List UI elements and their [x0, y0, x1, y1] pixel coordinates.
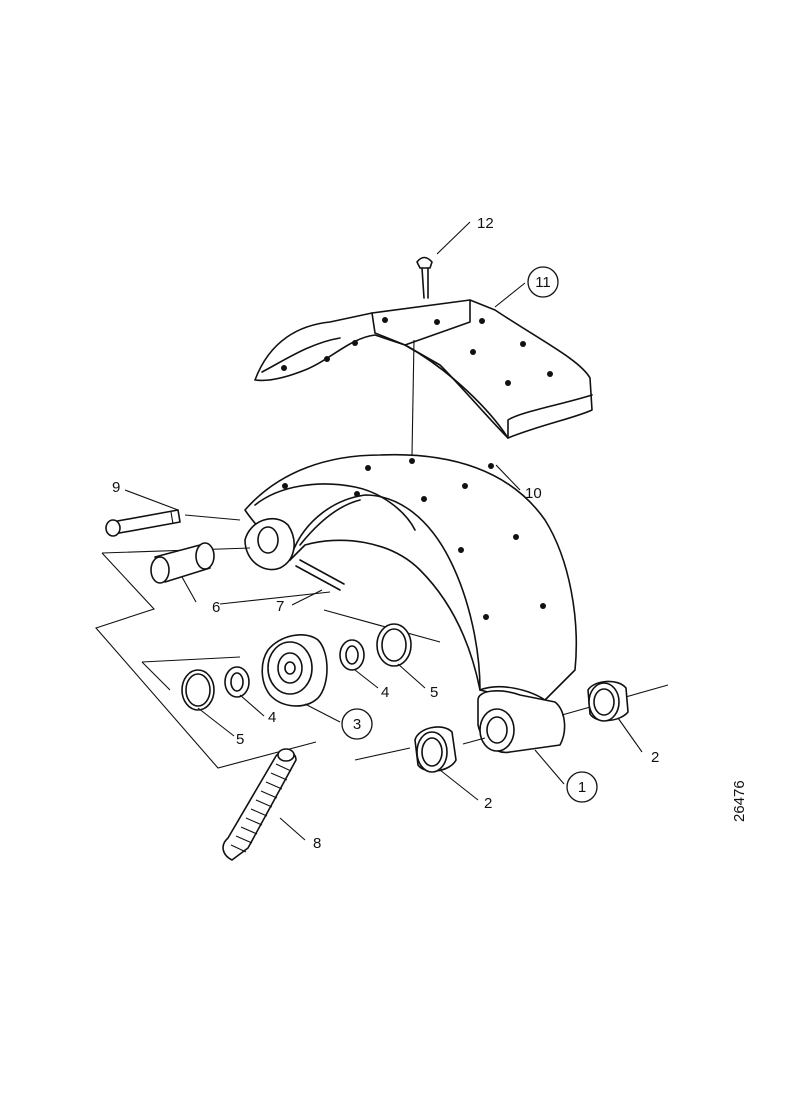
callout-6: 6 — [212, 599, 220, 616]
callout-8: 8 — [313, 835, 321, 852]
roller-part — [261, 634, 328, 707]
svg-text:3: 3 — [353, 716, 361, 733]
svg-text:4: 4 — [381, 684, 389, 701]
callout-2-right: 2 — [651, 749, 659, 766]
callout-10: 10 — [525, 485, 542, 502]
callout-1: 1 — [566, 771, 598, 803]
callout-5-left: 5 — [236, 731, 244, 748]
callout-2-left: 2 — [484, 795, 492, 812]
leader-lines — [124, 221, 643, 841]
callout-12: 12 — [477, 215, 494, 232]
svg-text:10: 10 — [525, 485, 542, 502]
callout-11: 11 — [527, 266, 559, 298]
svg-text:2: 2 — [484, 795, 492, 812]
brake-shoe-part — [244, 453, 578, 754]
pin-part — [105, 509, 181, 537]
anchor-bushings-parts — [414, 680, 629, 773]
svg-text:5: 5 — [430, 684, 438, 701]
callout-9: 9 — [112, 479, 120, 496]
callout-5-right: 5 — [430, 684, 438, 701]
svg-text:2: 2 — [651, 749, 659, 766]
svg-text:1: 1 — [578, 779, 586, 796]
callout-3: 3 — [341, 708, 373, 740]
svg-text:6: 6 — [212, 599, 220, 616]
key-part — [295, 559, 345, 591]
return-spring-part — [222, 748, 297, 861]
svg-text:12: 12 — [477, 215, 494, 232]
svg-text:9: 9 — [112, 479, 120, 496]
callout-4-left: 4 — [268, 709, 276, 726]
rings-parts — [181, 623, 412, 711]
rivet-part — [411, 256, 433, 456]
assembly-plane-outline — [95, 514, 669, 769]
svg-text:8: 8 — [313, 835, 321, 852]
svg-text:5: 5 — [236, 731, 244, 748]
bushing-part — [150, 542, 215, 584]
brake-lining-part — [254, 299, 593, 439]
callout-7: 7 — [276, 598, 284, 615]
reference-number: 26476 — [731, 780, 748, 822]
svg-text:7: 7 — [276, 598, 284, 615]
callout-4-right: 4 — [381, 684, 389, 701]
svg-text:11: 11 — [535, 274, 551, 291]
svg-text:4: 4 — [268, 709, 276, 726]
